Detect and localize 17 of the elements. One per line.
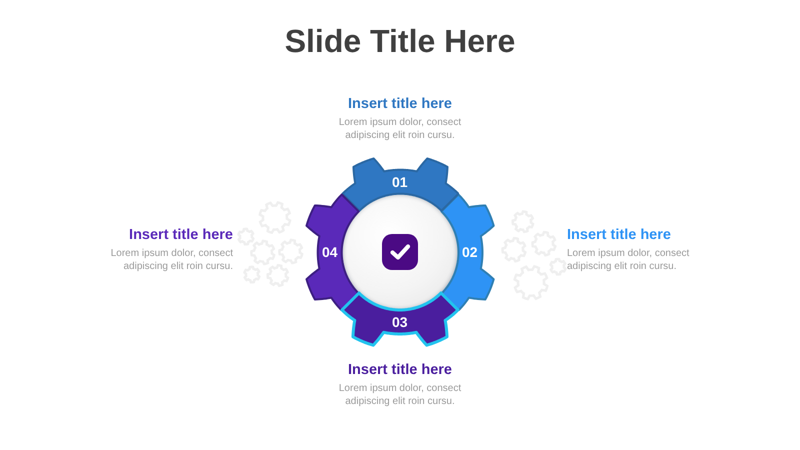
gear-segment	[340, 291, 460, 348]
step-number: 02	[462, 244, 478, 260]
gear-segment	[305, 192, 360, 312]
gear-segment	[440, 192, 495, 312]
gear-segment	[340, 157, 460, 212]
step-number: 03	[392, 314, 408, 330]
step-description: Lorem ipsum dolor, consect adipiscing elit roin cursu.	[338, 117, 462, 142]
step-number: 04	[322, 244, 338, 260]
step-title: Insert title here	[567, 227, 671, 244]
step-title: Insert title here	[348, 362, 452, 379]
step-description: Lorem ipsum dolor, consect adipiscing elit roin cursu.	[110, 248, 233, 273]
step-title: Insert title here	[129, 227, 233, 244]
step-title: Insert title here	[348, 96, 452, 113]
step-description: Lorem ipsum dolor, consect adipiscing elit roin cursu.	[567, 248, 690, 273]
slide-title: Slide Title Here	[284, 23, 516, 59]
step-number: 01	[392, 174, 408, 190]
step-description: Lorem ipsum dolor, consect adipiscing elit roin cursu.	[338, 383, 462, 408]
